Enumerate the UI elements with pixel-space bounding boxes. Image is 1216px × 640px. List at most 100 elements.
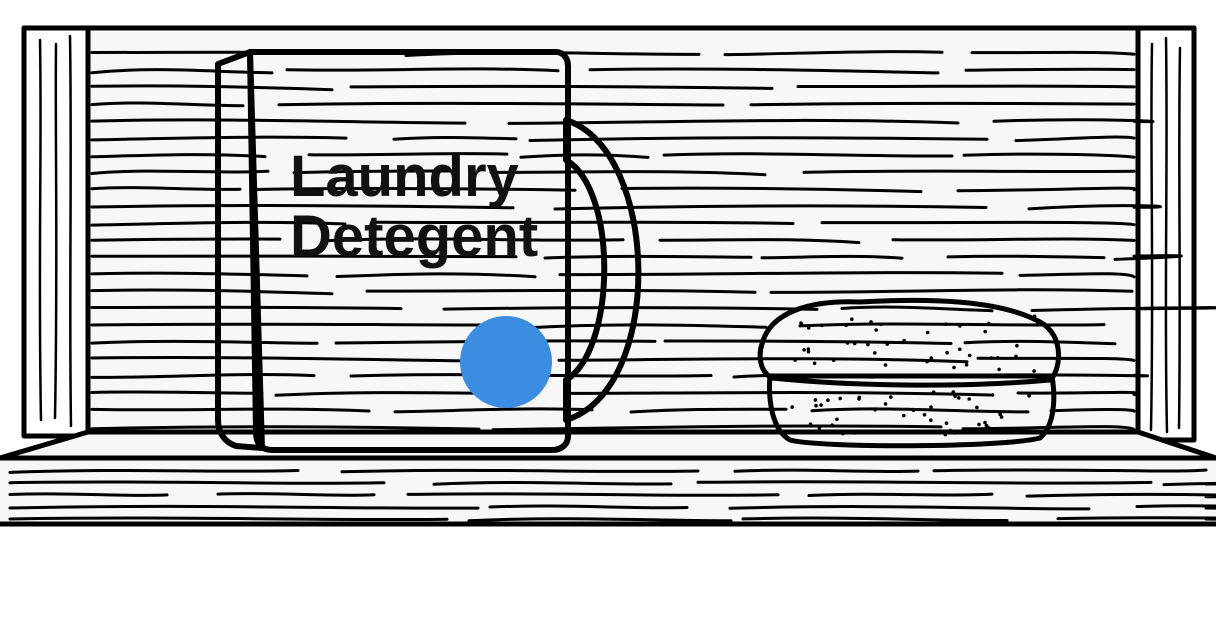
wood-grain-line xyxy=(491,424,943,432)
sponge-pore xyxy=(925,359,929,364)
sponge-pore xyxy=(953,431,957,435)
sponge-pore xyxy=(990,393,995,397)
sponge-pore xyxy=(931,390,936,395)
shelf-grain-line xyxy=(340,468,700,474)
sponge-pore xyxy=(945,350,949,355)
wood-grain-line xyxy=(964,67,1136,72)
sponge-pore xyxy=(967,397,971,401)
sponge-pore xyxy=(997,367,1001,372)
wood-grain-line xyxy=(90,339,319,345)
box-logo-dot xyxy=(460,316,552,408)
sponge-pore xyxy=(883,363,888,367)
sponge-pore xyxy=(799,321,803,325)
sponge-pore xyxy=(835,417,839,422)
wood-grain-line xyxy=(769,288,1134,294)
sponge-pore xyxy=(806,347,811,351)
sponge-pore xyxy=(874,328,878,332)
sponge-pore xyxy=(998,412,1002,417)
wood-grain-line xyxy=(558,271,1004,277)
wood-grain-line xyxy=(90,288,334,296)
wood-grain-line xyxy=(392,135,518,141)
sponge-pore xyxy=(958,347,962,352)
sponge-pore xyxy=(983,420,987,425)
wood-grain-line xyxy=(749,101,1136,107)
sponge-pore xyxy=(812,361,817,366)
shelf-grain-line xyxy=(696,480,1153,485)
wood-grain-line xyxy=(90,153,267,159)
sponge-pore xyxy=(1032,314,1037,319)
sponge-pore xyxy=(925,330,930,335)
sponge-pore xyxy=(850,317,854,322)
sponge-pore xyxy=(790,405,794,409)
wood-grain-line xyxy=(335,272,537,279)
wood-grain-line xyxy=(543,254,753,260)
wood-grain-line xyxy=(976,356,1136,362)
wood-grain-line xyxy=(956,186,1137,193)
shelf-grain-line xyxy=(8,469,300,474)
sponge-pore xyxy=(929,356,934,360)
sponge-pore xyxy=(929,418,933,423)
wood-grain-line xyxy=(90,186,242,191)
shelf-grain-line xyxy=(216,492,376,497)
wood-grain-line xyxy=(519,153,650,159)
sponge-pore xyxy=(866,342,870,347)
wood-grain-line xyxy=(663,339,953,345)
shelf-grain-line xyxy=(1056,516,1216,521)
sponge-pore xyxy=(826,398,830,403)
wood-grain-line xyxy=(1014,135,1136,143)
sponge-pore xyxy=(817,426,822,430)
sponge-pore xyxy=(996,356,1000,360)
wood-grain-line xyxy=(442,306,819,311)
box-front-face xyxy=(247,49,571,453)
sponge-pore xyxy=(885,342,890,346)
wood-grain-line xyxy=(723,50,944,57)
box-label-line-1: Laundry xyxy=(290,144,519,209)
sponge-pore xyxy=(819,403,823,407)
wood-grain-line xyxy=(1049,408,1136,413)
wood-grain-line xyxy=(760,254,904,260)
wood-grain-line xyxy=(371,220,795,225)
cabinet-right-panel xyxy=(1135,25,1197,443)
shelf-grain-line xyxy=(1135,504,1216,510)
sponge-pore xyxy=(953,394,957,399)
wood-grain-line xyxy=(326,237,625,243)
wood-grain-line xyxy=(249,186,577,192)
sponge-pore xyxy=(820,323,824,328)
shelf-grain-line xyxy=(741,516,1009,523)
wood-grain-line xyxy=(629,407,788,414)
detergent-box: Laundry Detegent xyxy=(215,49,642,453)
sponge-pore xyxy=(806,326,811,330)
shelf-grain-line xyxy=(1025,492,1216,499)
sponge-pore xyxy=(889,395,893,399)
sponge-pore xyxy=(958,324,962,328)
wood-grain-line xyxy=(90,84,334,92)
wood-grain-line xyxy=(970,50,1136,56)
wood-grain-line xyxy=(963,339,1117,346)
sponge-pore xyxy=(873,408,877,412)
sponge-pore xyxy=(999,415,1004,419)
wood-grain-line xyxy=(285,67,560,73)
wood-grain-line xyxy=(90,390,264,395)
sponge-pore xyxy=(1032,369,1036,373)
sponge-pore xyxy=(911,408,916,413)
shelf-grain-line xyxy=(8,480,386,485)
sponge-pore xyxy=(857,397,861,401)
sponge-pore xyxy=(983,329,987,334)
wood-grain-line xyxy=(90,373,316,379)
cabinet-left-panel xyxy=(21,25,91,439)
sponge xyxy=(757,297,1062,449)
sponge-pore xyxy=(902,338,906,343)
shelf-grain-line xyxy=(8,492,169,497)
wood-grain-line xyxy=(1030,306,1216,312)
wood-grain-line xyxy=(662,152,954,158)
sponge-pore xyxy=(964,363,969,367)
sponge-pore xyxy=(869,320,873,324)
sponge-pore xyxy=(1036,320,1040,325)
sponge-pore xyxy=(1015,343,1019,348)
sponge-pore xyxy=(841,431,845,436)
wood-grain-line xyxy=(90,118,467,125)
sponge-base xyxy=(767,373,1057,449)
wood-grain-line xyxy=(891,237,1136,242)
sponge-pore xyxy=(922,412,927,417)
